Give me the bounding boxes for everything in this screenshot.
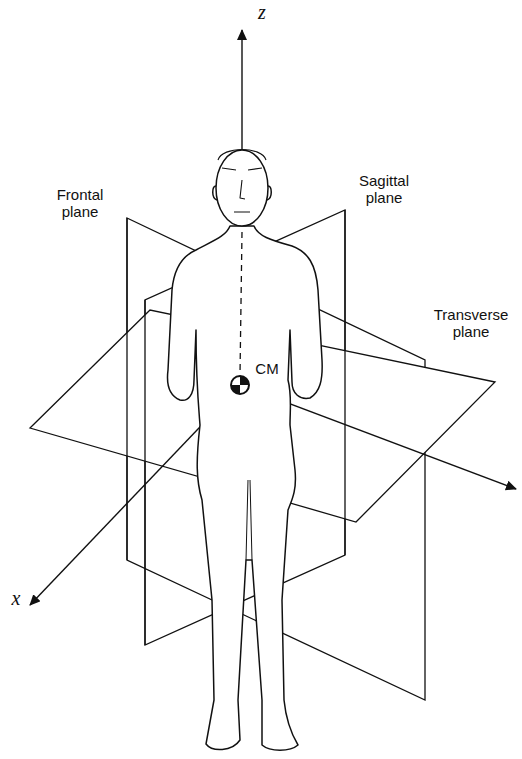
axis-label: x: [6, 590, 26, 607]
center-of-mass-symbol: [231, 376, 249, 394]
plane-label: Sagittal plane: [346, 172, 422, 206]
frontal-plane-edge: [126, 218, 127, 560]
z-axis: [241, 30, 242, 150]
plane-label: Frontal plane: [40, 186, 120, 220]
point-label: CM: [252, 360, 282, 377]
axis-label: z: [252, 4, 272, 21]
human-figure: [168, 150, 323, 751]
plane-label: Transverse plane: [424, 306, 518, 340]
centerline: [240, 232, 242, 375]
